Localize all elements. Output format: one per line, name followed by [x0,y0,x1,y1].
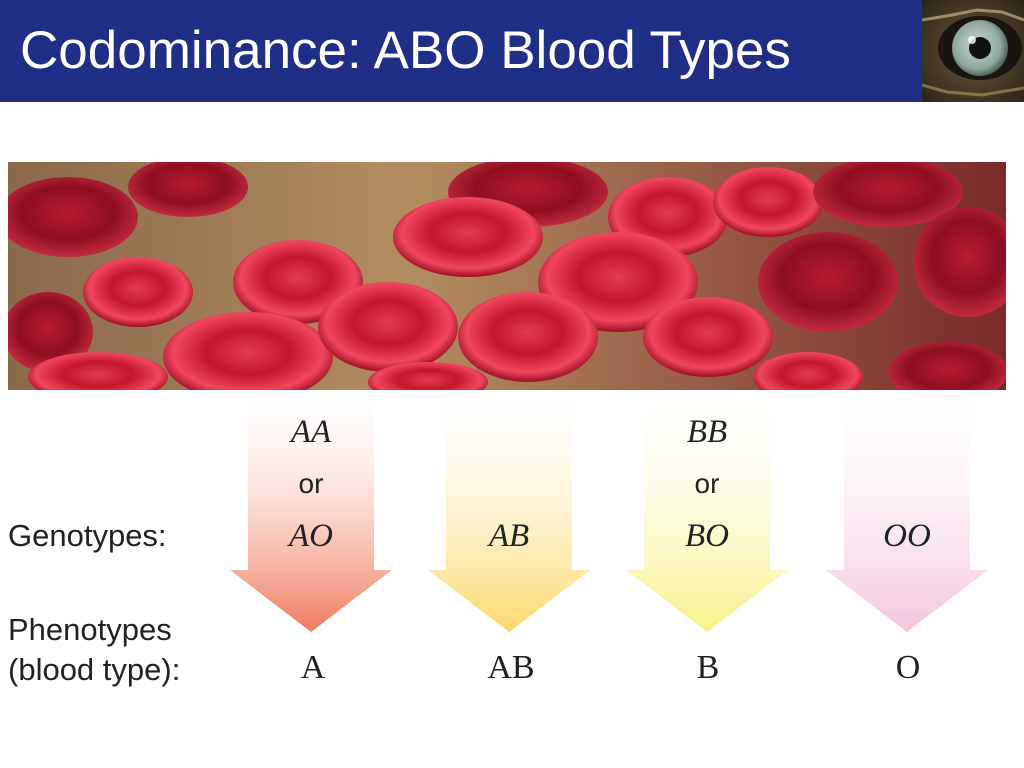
genotypes-label: Genotypes: [8,518,167,553]
arrow-type-o [826,390,988,632]
genotype-bottom: AB [488,518,530,554]
column-o: OO [827,412,987,556]
genotype-or [827,464,987,504]
slide-title: Codominance: ABO Blood Types [20,21,791,80]
arrow-type-a [230,390,392,632]
phenotypes-label: Phenotypes (blood type): [8,610,180,690]
genotype-bottom: OO [883,518,931,554]
genotype-top: BB [686,414,728,450]
phenotypes-label-line2: (blood type): [8,652,181,687]
column-a: AA or AO [231,412,391,556]
column-ab: AB [429,412,589,556]
genotype-or: or [694,468,720,499]
genotype-or [429,464,589,504]
phenotype-ab: AB [487,649,535,686]
genotype-bottom: AO [289,518,333,554]
blood-cells-illustration [8,162,1006,390]
genotype-top: AA [290,414,332,450]
arrow-type-b [626,390,788,632]
eye-thumbnail-image [922,0,1024,102]
phenotype-a: A [300,649,326,686]
column-b: BB or BO [627,412,787,556]
genotype-or: or [298,468,324,499]
genotype-top [827,412,987,452]
title-bar: Codominance: ABO Blood Types [0,0,922,102]
phenotypes-label-line1: Phenotypes [8,612,172,647]
eye-icon [922,0,1024,102]
phenotype-o: O [895,649,921,686]
genotype-top [429,412,589,452]
arrow-type-ab [428,390,590,632]
phenotype-b: B [696,649,720,686]
genotype-bottom: BO [685,518,729,554]
red-blood-cells-image [8,162,1006,390]
